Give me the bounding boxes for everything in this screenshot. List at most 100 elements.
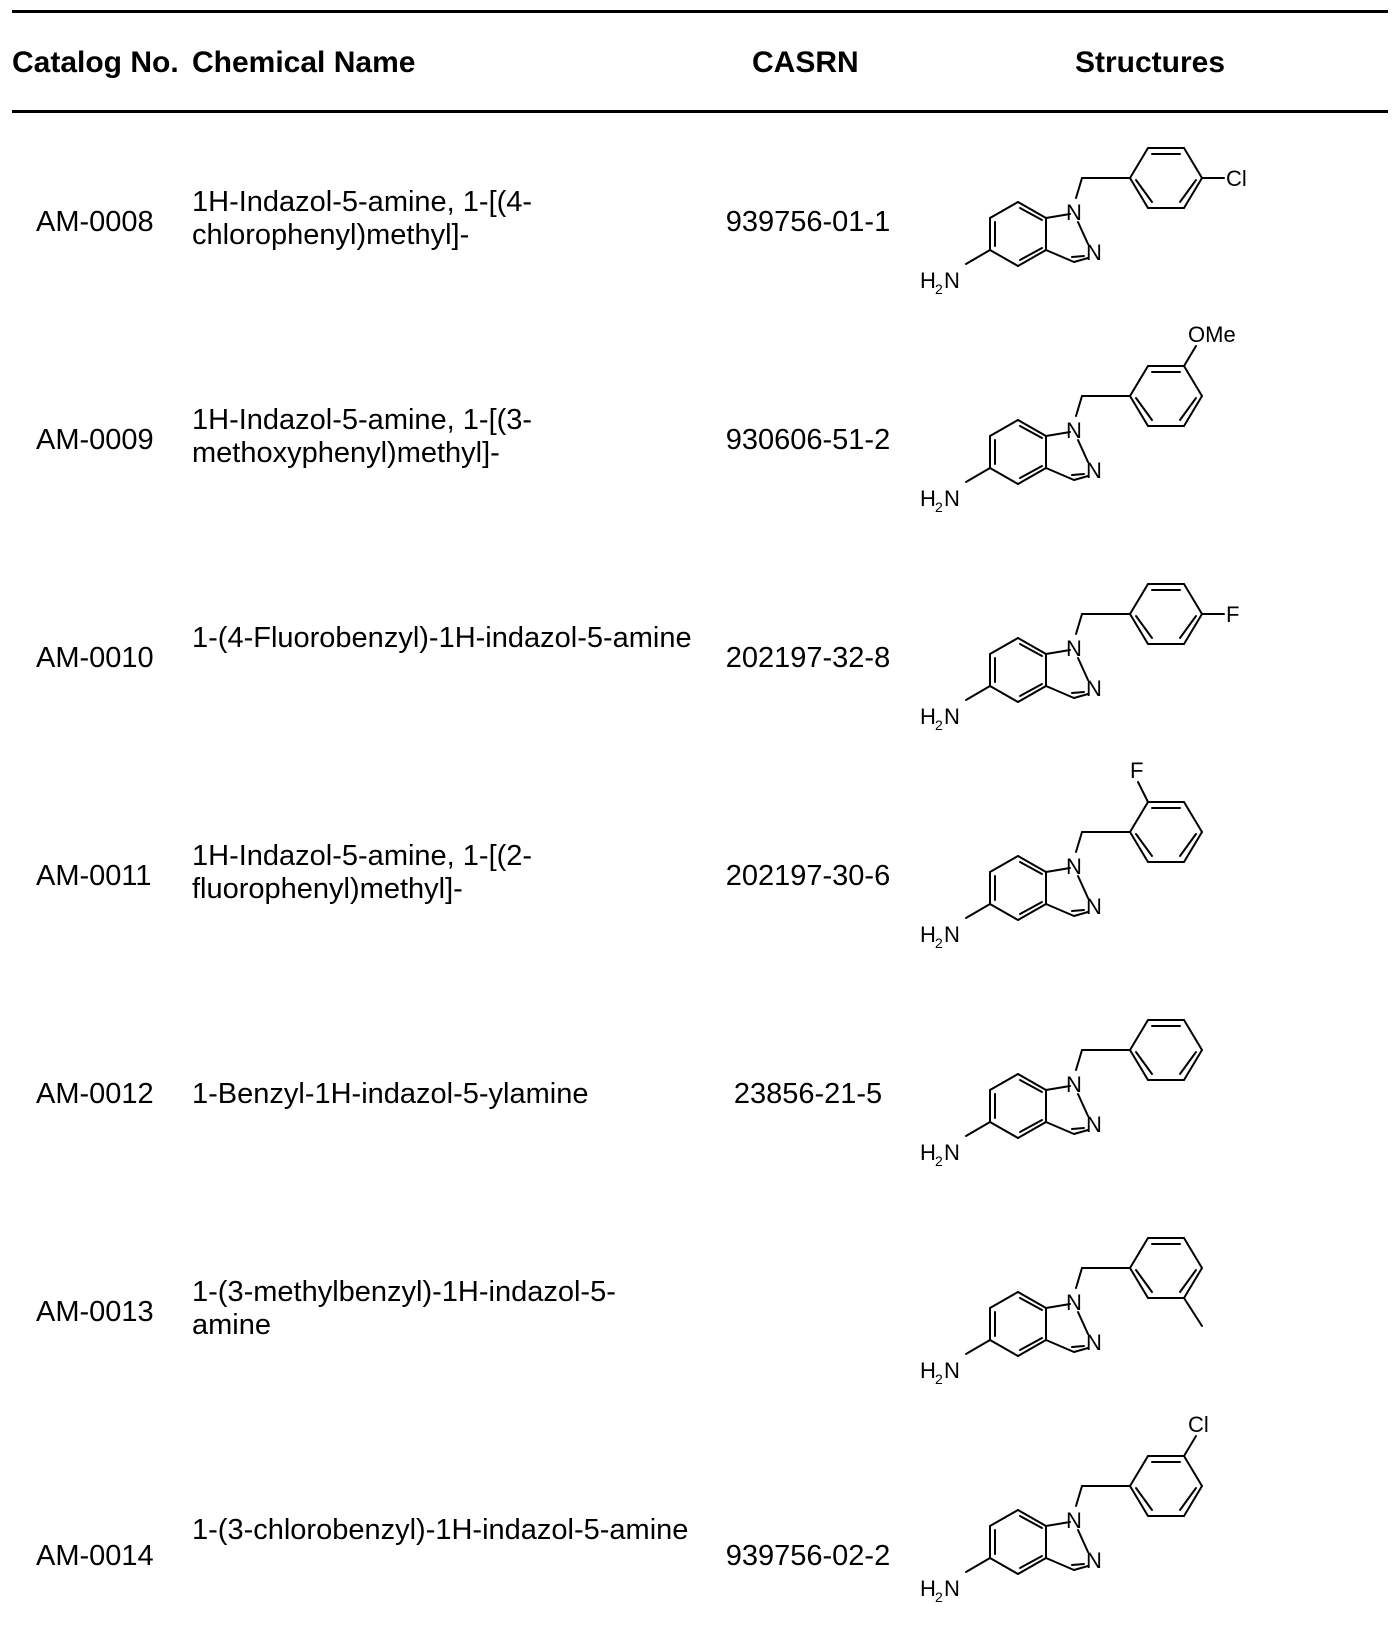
bond <box>1179 1487 1197 1511</box>
bond <box>1071 1563 1085 1566</box>
bond <box>1129 583 1149 615</box>
nitrogen-label: N <box>1086 1112 1102 1137</box>
bond <box>1019 425 1043 439</box>
bond <box>1017 685 1047 703</box>
bond <box>1077 1311 1089 1335</box>
catalog-number: AM-0014 <box>36 1540 154 1572</box>
bond <box>1045 213 1071 219</box>
bond <box>1129 177 1149 209</box>
header-catalog-no: Catalog No. <box>12 46 179 79</box>
bond <box>1017 1339 1047 1357</box>
bond <box>965 903 991 919</box>
bond <box>1077 875 1089 899</box>
bond <box>1017 467 1047 485</box>
bond <box>965 685 991 701</box>
bond <box>1135 1269 1153 1293</box>
header-casrn: CASRN <box>752 46 859 79</box>
bond <box>1019 1297 1043 1311</box>
bond <box>1077 657 1089 681</box>
amine-subscript: 2 <box>935 499 943 515</box>
bond <box>989 903 1019 921</box>
bond <box>1179 615 1197 639</box>
amine-label: N <box>944 268 960 293</box>
bond <box>1135 1051 1153 1075</box>
bond <box>1183 1435 1197 1457</box>
bond <box>1073 1129 1089 1135</box>
bond <box>1183 345 1197 367</box>
bond <box>965 1557 991 1573</box>
amine-label: H <box>920 268 936 293</box>
casrn-value: 202197-30-6 <box>725 860 891 892</box>
top-rule <box>12 10 1388 13</box>
bond <box>989 637 1019 655</box>
bond <box>1045 1303 1071 1309</box>
bond <box>1179 397 1197 421</box>
bond <box>1183 613 1203 645</box>
substituent-label: OMe <box>1188 322 1236 347</box>
casrn-value: 930606-51-2 <box>725 424 891 456</box>
nitrogen-label: N <box>1086 894 1102 919</box>
bond <box>1073 475 1089 481</box>
bond <box>1183 1049 1203 1081</box>
bond <box>1019 1555 1043 1569</box>
bond <box>1045 1557 1075 1571</box>
bond <box>1019 465 1043 479</box>
bond <box>1071 473 1085 476</box>
bond <box>1017 1291 1047 1309</box>
bond <box>1019 861 1043 875</box>
bond <box>1075 1267 1083 1289</box>
substituent-label: F <box>1226 602 1239 627</box>
bond <box>1045 649 1071 655</box>
bond <box>1019 247 1043 261</box>
catalog-number: AM-0009 <box>36 424 154 456</box>
bond <box>1135 397 1153 421</box>
bond <box>1077 439 1089 463</box>
bond <box>1183 147 1203 179</box>
nitrogen-label: N <box>1066 1072 1082 1097</box>
bond <box>1129 147 1149 179</box>
bond <box>1183 177 1203 209</box>
substituent-label: Cl <box>1226 166 1247 191</box>
bond <box>1183 1019 1203 1051</box>
phenyl-ring: Cl <box>1129 147 1247 209</box>
catalog-number: AM-0012 <box>36 1078 154 1110</box>
chemical-name: 1H-Indazol-5-amine, 1-[(4-chlorophenyl)m… <box>192 186 533 251</box>
bond <box>1019 643 1043 657</box>
bond <box>1135 615 1153 639</box>
phenyl-ring: Cl <box>1129 1412 1209 1517</box>
catalog-number: AM-0008 <box>36 206 154 238</box>
amine-label: H <box>920 1140 936 1165</box>
bond <box>989 1121 1019 1139</box>
table-row: AM-0008 1H-Indazol-5-amine, 1-[(4-chlorop… <box>0 114 1396 332</box>
table-row: AM-0014 1-(3-chlorobenzyl)-1H-indazol-5-a… <box>0 1412 1396 1640</box>
bond <box>1017 855 1047 873</box>
bond <box>1073 1565 1089 1571</box>
nitrogen-label: N <box>1086 1548 1102 1573</box>
bond <box>1017 1121 1047 1139</box>
bond <box>1017 201 1047 219</box>
nitrogen-label: N <box>1066 200 1082 225</box>
bond <box>1019 1515 1043 1529</box>
chemical-name: 1-(3-chlorobenzyl)-1H-indazol-5-amine <box>192 1514 689 1546</box>
bond <box>1129 1485 1149 1517</box>
bond <box>1073 911 1089 917</box>
bond <box>1071 1345 1085 1348</box>
bond <box>1045 903 1075 917</box>
substituent-label: Cl <box>1188 1412 1209 1437</box>
bond <box>1129 801 1149 833</box>
catalog-number: AM-0011 <box>36 860 152 892</box>
bond <box>1045 1121 1075 1135</box>
bond <box>989 1291 1019 1309</box>
bond <box>989 467 1019 485</box>
bond <box>1017 249 1047 267</box>
